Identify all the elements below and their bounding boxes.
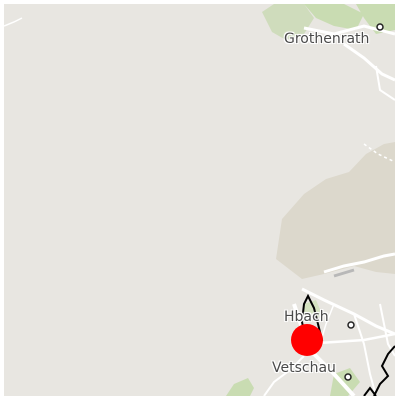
forest-patch (262, 4, 314, 40)
location-marker[interactable] (291, 324, 323, 356)
place-dot-grothenrath (376, 23, 384, 31)
track (4, 17, 23, 27)
road (263, 355, 305, 396)
place-dot-vetschau (344, 373, 352, 381)
road (323, 252, 395, 274)
boundary-line (373, 345, 395, 396)
place-dot-hbach (347, 321, 355, 329)
road (375, 65, 395, 101)
road (353, 313, 377, 396)
road (343, 42, 395, 82)
place-label-hbach: Hbach (284, 309, 329, 325)
place-label-vetschau: Vetschau (272, 360, 336, 376)
rail-line (333, 268, 355, 278)
farmland-area (276, 142, 395, 279)
park-patch (226, 378, 254, 396)
map-view[interactable]: Grothenrath Hbach Vetschau (4, 4, 395, 396)
map-tiles (4, 4, 395, 396)
forest-patch (304, 4, 364, 30)
forest-patch (356, 4, 395, 34)
boundary-line (363, 386, 377, 396)
place-label-grothenrath: Grothenrath (284, 31, 370, 47)
road (379, 303, 395, 357)
